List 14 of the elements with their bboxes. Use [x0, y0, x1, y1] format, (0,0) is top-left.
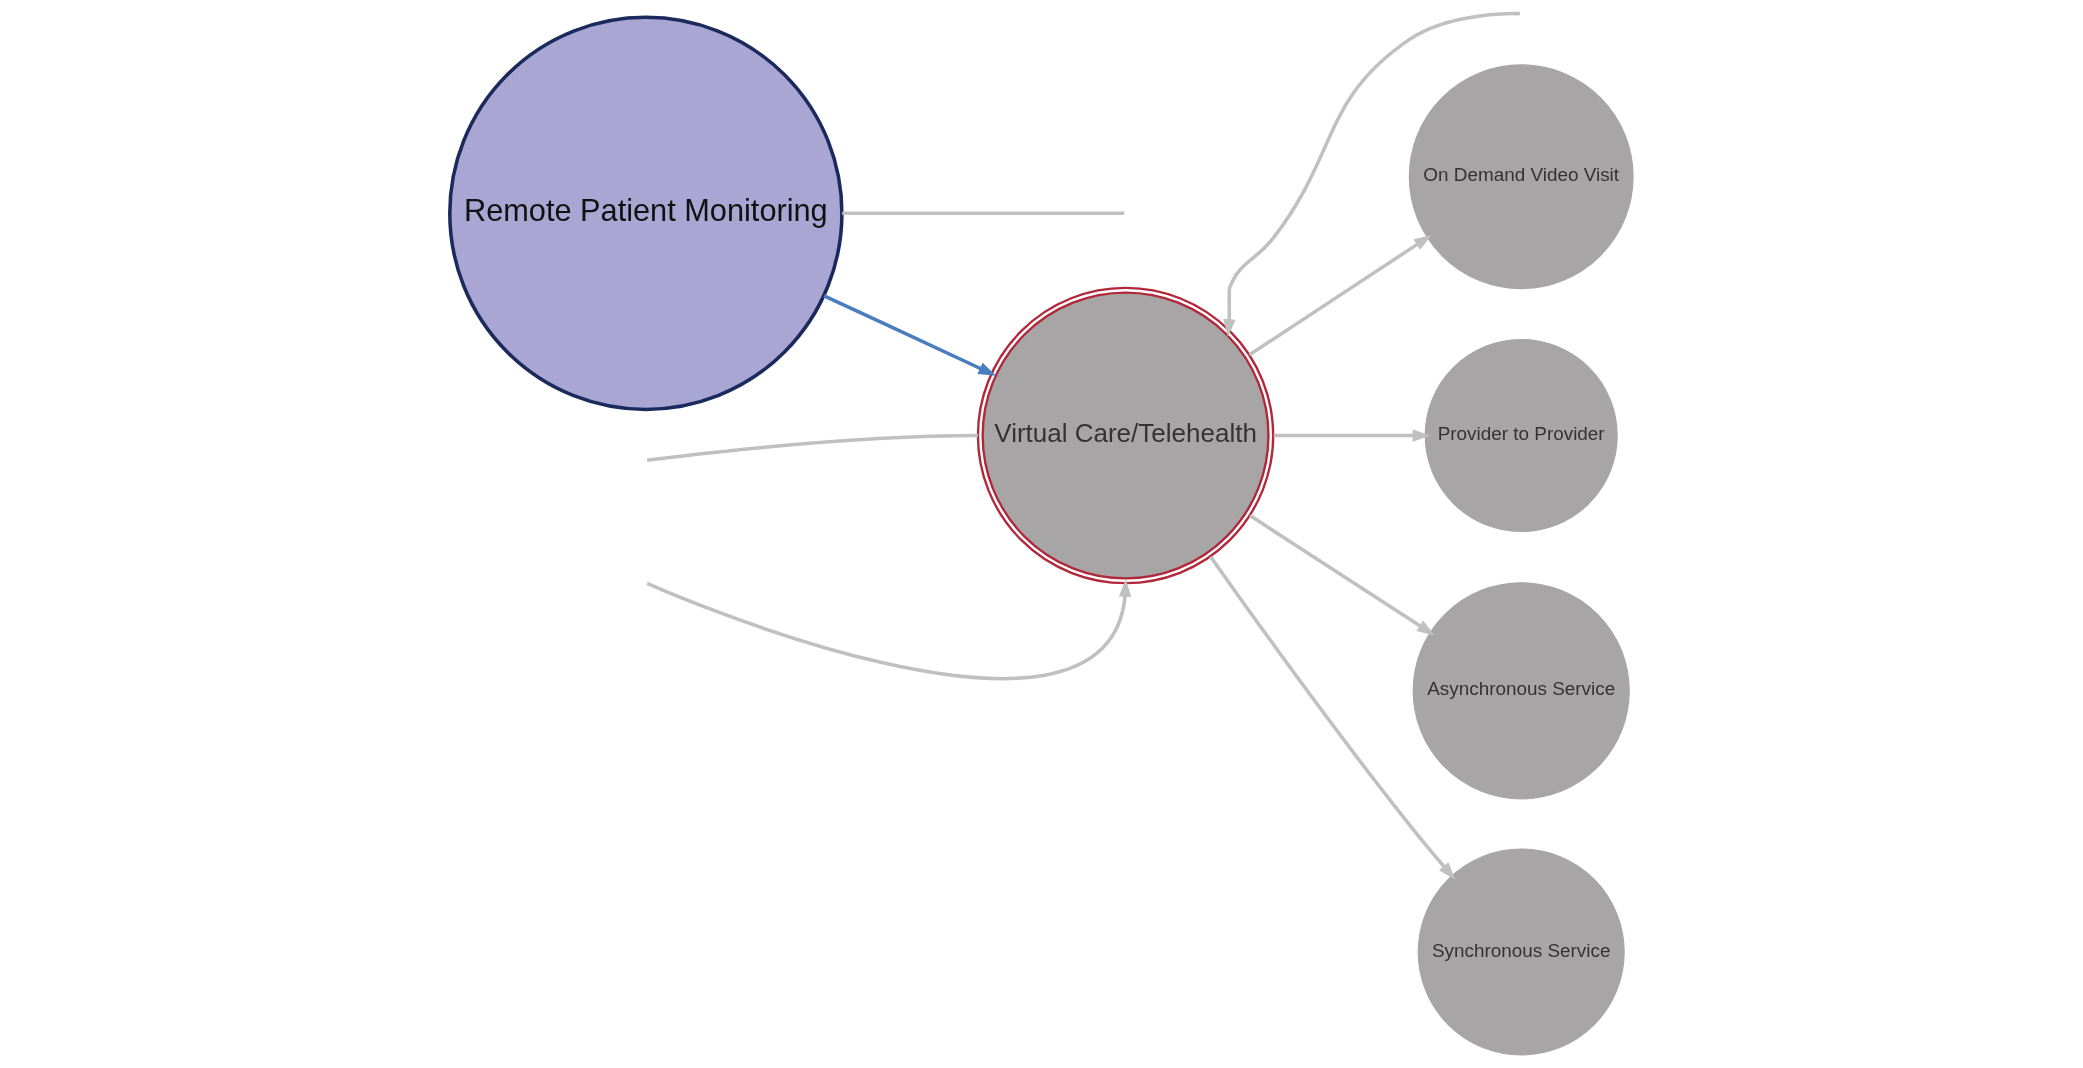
- node-circle: Remote Patient Monitoring: [448, 15, 844, 412]
- node-circle: Provider to Provider: [1424, 339, 1618, 533]
- arrow: [1209, 555, 1456, 880]
- node-circle: Synchronous Service: [1417, 848, 1625, 1056]
- connector: [842, 211, 1125, 216]
- arrow: [1223, 11, 1520, 337]
- arrow: [823, 294, 997, 376]
- arrow: [1249, 514, 1435, 636]
- connector: [646, 433, 978, 463]
- node-circle: Asynchronous Service: [1412, 582, 1630, 800]
- arrow: [1273, 429, 1431, 442]
- node-circle: On Demand Video Visit: [1408, 64, 1634, 290]
- arrow: [646, 579, 1132, 681]
- arrow: [1248, 234, 1432, 357]
